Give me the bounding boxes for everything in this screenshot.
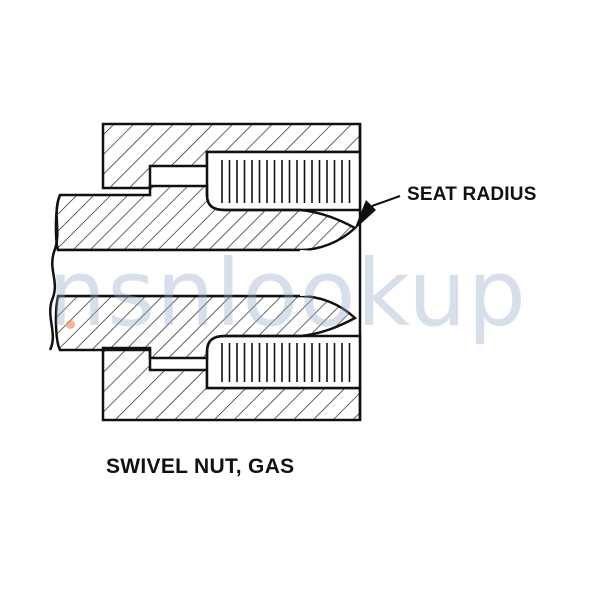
thread-upper — [205, 150, 362, 212]
thread-lower — [205, 334, 362, 390]
seat-radius-label: SEAT RADIUS — [407, 184, 537, 205]
watermark-text: nsnlookup — [48, 240, 527, 347]
figure-caption: SWIVEL NUT, GAS — [106, 455, 295, 478]
watermark-dot — [66, 320, 75, 329]
tube-bore — [58, 250, 355, 296]
tube-wall-lower — [54, 294, 358, 360]
seat-radius-leader — [354, 195, 401, 230]
tube-break-line — [48, 194, 62, 351]
